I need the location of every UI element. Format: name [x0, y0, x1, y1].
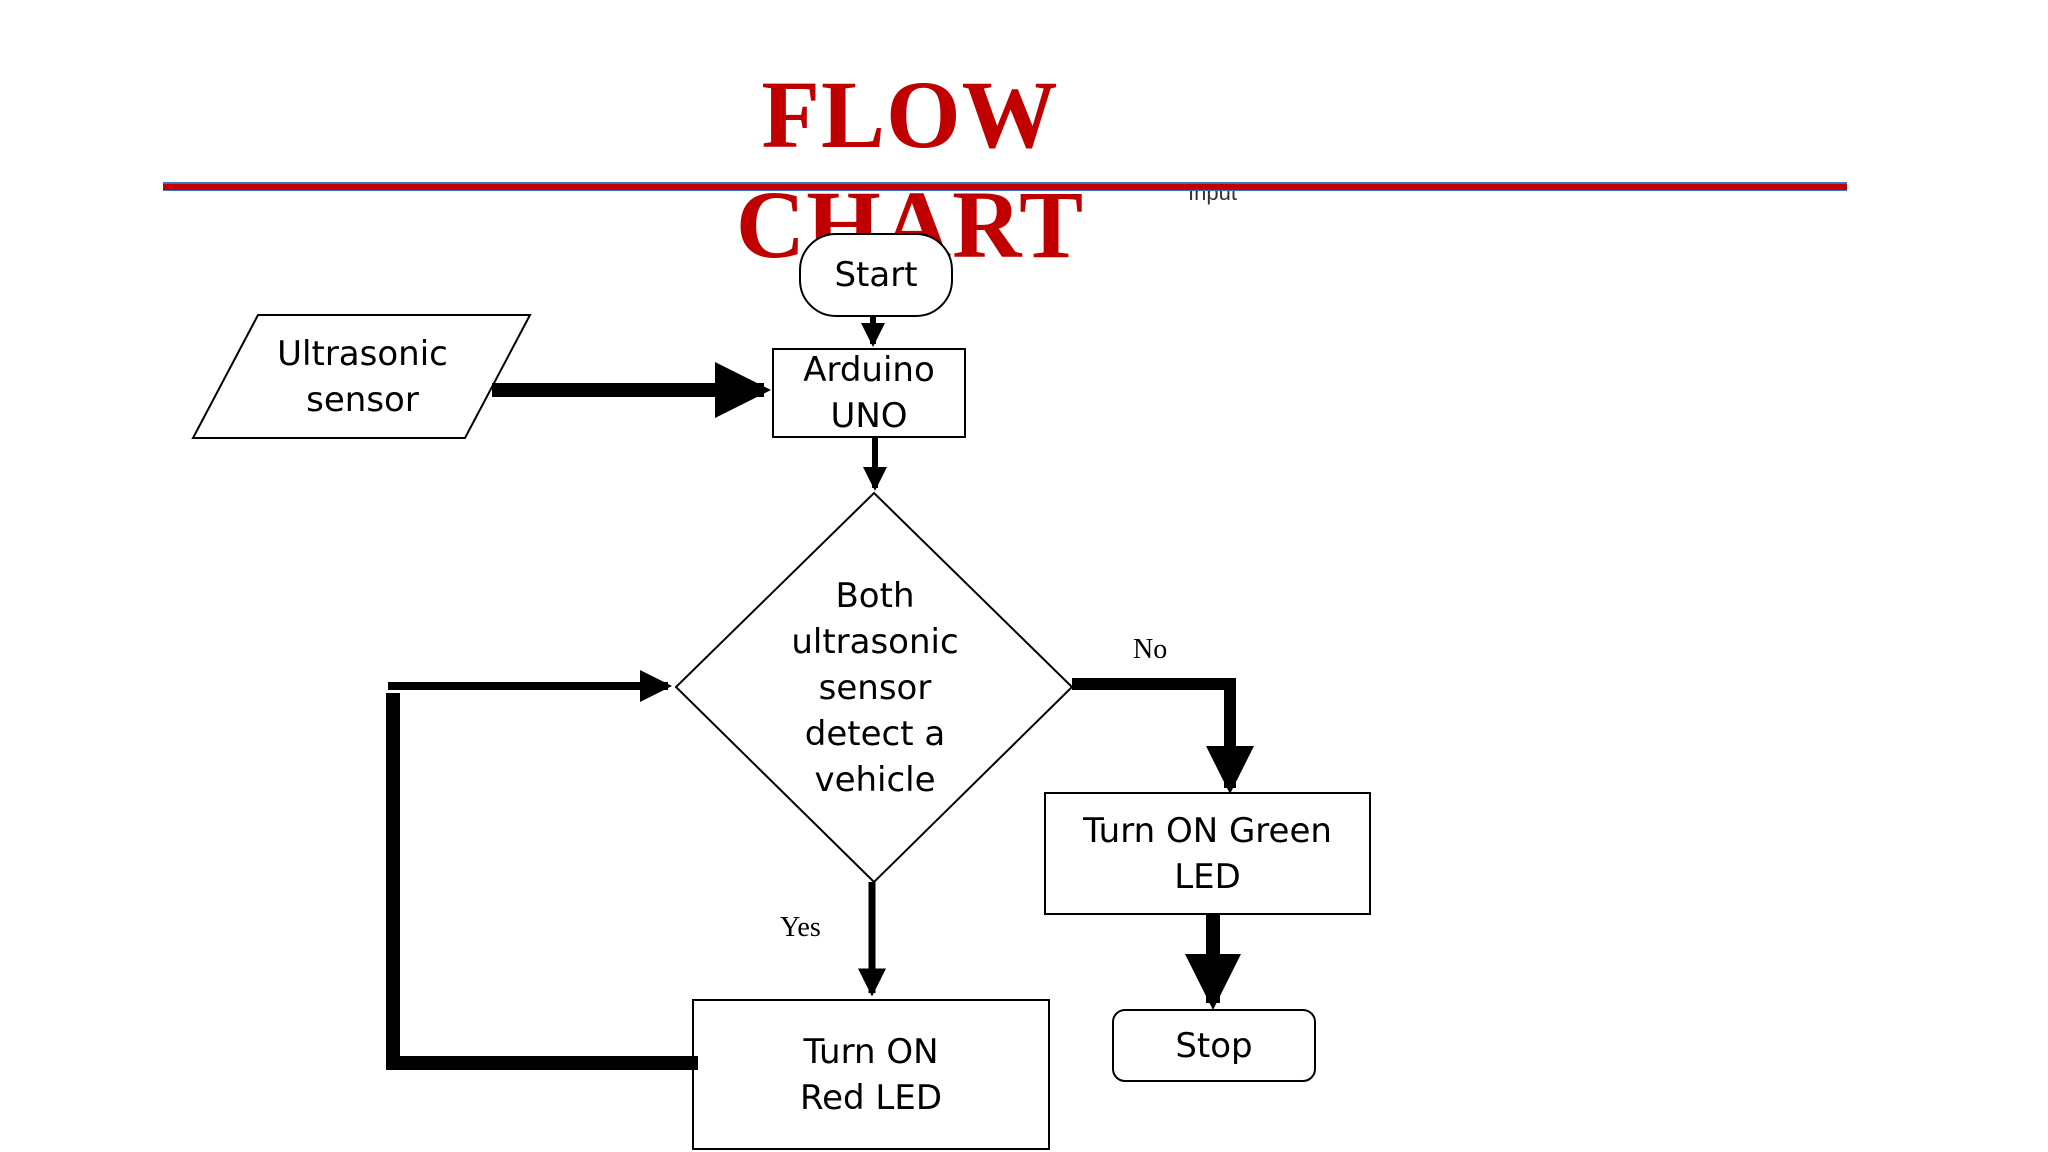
arduino-label: Arduino UNO: [803, 350, 935, 436]
green-led-label: Turn ON Green LED: [1083, 810, 1332, 897]
sensor-node: [191, 314, 532, 439]
start-label: Start: [834, 255, 918, 295]
stop-label: Stop: [1175, 1025, 1253, 1066]
sensor-label: Ultrasonic sensor: [277, 334, 448, 420]
decision-label: Both ultrasonic sensor detect a vehicle: [791, 575, 959, 800]
stop-node: [1112, 1009, 1316, 1082]
arduino-node: [772, 348, 966, 438]
red-led-node: [692, 999, 1050, 1150]
edge-red-loop-back: [386, 693, 698, 1070]
title-underline: [163, 182, 1847, 191]
edge-decision-to-green: [1072, 678, 1254, 794]
edge-label-no: No: [1133, 634, 1168, 665]
red-led-label: Turn ON Red LED: [799, 1031, 942, 1118]
edge-label-yes: Yes: [780, 912, 821, 943]
